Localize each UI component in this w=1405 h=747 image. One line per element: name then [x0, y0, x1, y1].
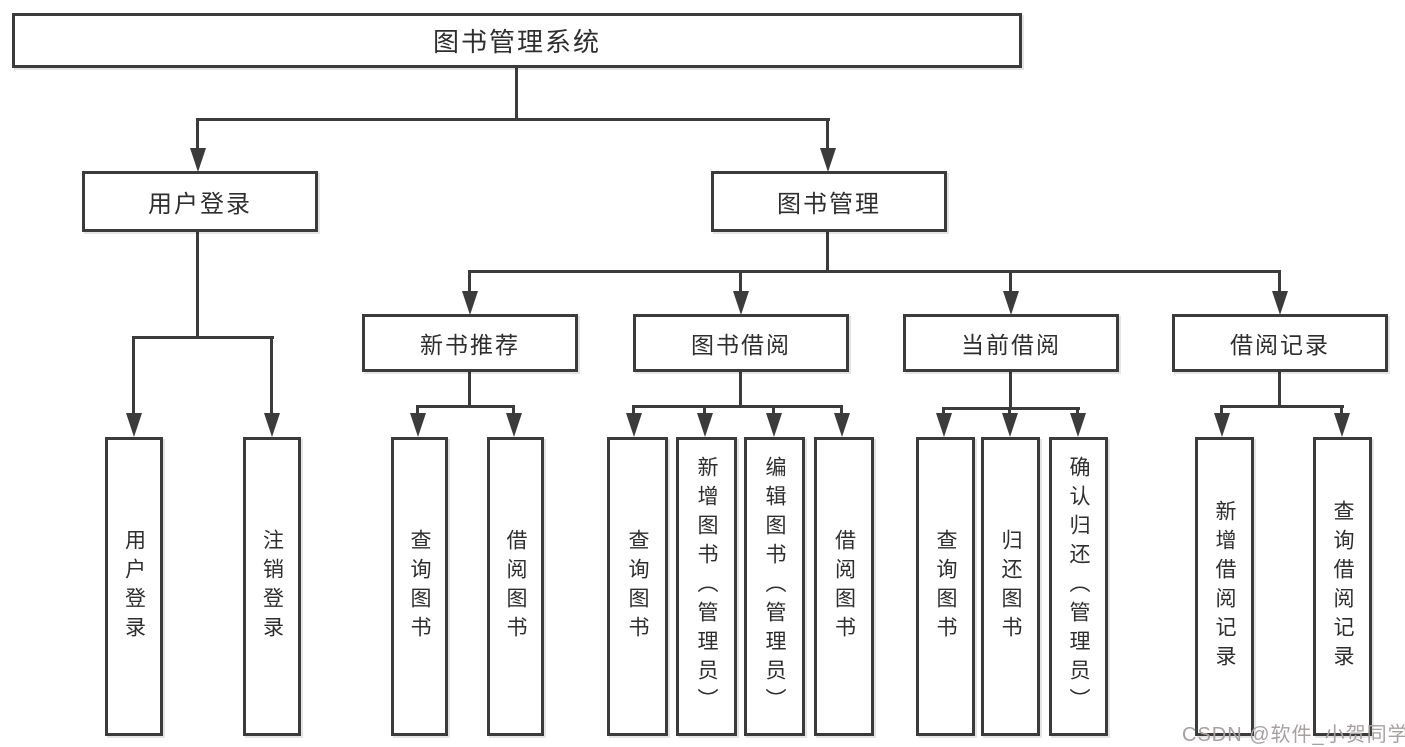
- connector-line: [468, 371, 471, 408]
- arrow-down-icon: [834, 413, 850, 437]
- leaf-borrow-books: 借阅图书: [814, 437, 874, 736]
- connector-line: [826, 232, 829, 273]
- leaf-return-books: 归还图书: [981, 437, 1040, 736]
- node-label: 图书管理: [777, 191, 881, 218]
- leaf-logout-login: 注销登录: [243, 437, 301, 736]
- leaf-user-login: 用户登录: [105, 437, 163, 736]
- arrow-down-icon: [820, 148, 836, 172]
- node-label: 新书推荐: [420, 332, 520, 358]
- connector-line: [1009, 270, 1012, 293]
- arrow-down-icon: [410, 413, 426, 437]
- connector-line: [132, 336, 274, 339]
- leaf-query-borrow-record: 查询借阅记录: [1313, 437, 1372, 736]
- connector-line: [196, 118, 830, 121]
- arrow-down-icon: [126, 413, 142, 437]
- node-label: 图书借阅: [691, 332, 791, 358]
- leaf-edit-books-admin: 编辑图书（管理员）: [744, 437, 805, 736]
- leaf-label: 查询图书: [934, 528, 957, 645]
- leaf-query-books: 查询图书: [391, 437, 448, 736]
- connector-line: [826, 118, 829, 151]
- arrow-down-icon: [1070, 413, 1086, 437]
- connector-line: [632, 405, 635, 416]
- connector-line: [416, 405, 514, 408]
- connector-line: [1220, 405, 1344, 408]
- leaf-label: 查询借阅记录: [1331, 499, 1354, 674]
- arrow-down-icon: [733, 291, 749, 315]
- watermark: CSDN @软件_小贺同学: [1182, 724, 1405, 746]
- connector-line: [468, 270, 1281, 273]
- arrow-down-icon: [697, 413, 713, 437]
- leaf-query-books: 查询图书: [916, 437, 975, 736]
- connector-line: [772, 405, 775, 416]
- connector-line: [840, 405, 843, 416]
- node-label: 图书管理系统: [432, 27, 601, 57]
- node-borrow-records: 借阅记录: [1172, 314, 1388, 372]
- connector-line: [942, 407, 945, 416]
- arrow-down-icon: [1334, 413, 1350, 437]
- leaf-label: 注销登录: [260, 528, 284, 645]
- connector-line: [196, 118, 199, 151]
- arrow-down-icon: [264, 413, 280, 437]
- connector-line: [416, 405, 419, 416]
- node-label: 用户登录: [148, 191, 252, 218]
- leaf-label: 编辑图书（管理员）: [763, 456, 786, 717]
- leaf-label: 借阅图书: [832, 528, 856, 645]
- leaf-label: 新增图书（管理员）: [695, 456, 718, 717]
- leaf-confirm-return-admin: 确认归还（管理员）: [1049, 437, 1108, 736]
- leaf-label: 查询图书: [626, 528, 649, 645]
- connector-line: [1340, 405, 1343, 416]
- connector-line: [739, 270, 742, 293]
- node-label: 借阅记录: [1230, 332, 1330, 358]
- leaf-label: 用户登录: [122, 528, 146, 645]
- arrow-down-icon: [506, 413, 522, 437]
- connector-line: [632, 405, 842, 408]
- connector-line: [1278, 270, 1281, 293]
- arrow-down-icon: [936, 413, 952, 437]
- connector-line: [196, 232, 199, 339]
- connector-line: [1008, 407, 1011, 416]
- arrow-down-icon: [1214, 413, 1230, 437]
- connector-line: [1009, 371, 1012, 410]
- connector-line: [1278, 371, 1281, 408]
- node-book-management: 图书管理: [711, 171, 947, 232]
- arrow-down-icon: [1272, 291, 1288, 315]
- arrow-down-icon: [766, 413, 782, 437]
- connector-line: [270, 336, 273, 417]
- connector-line: [739, 371, 742, 408]
- arrow-down-icon: [190, 148, 206, 172]
- connector-line: [942, 407, 1080, 410]
- leaf-label: 确认归还（管理员）: [1067, 456, 1090, 717]
- arrow-down-icon: [1003, 291, 1019, 315]
- connector-line: [1076, 407, 1079, 416]
- leaf-label: 归还图书: [999, 528, 1022, 645]
- leaf-label: 查询图书: [408, 528, 431, 645]
- connector-line: [468, 270, 471, 293]
- node-library-system: 图书管理系统: [12, 13, 1022, 68]
- arrow-down-icon: [626, 413, 642, 437]
- leaf-label: 新增借阅记录: [1213, 499, 1236, 674]
- leaf-borrow-books: 借阅图书: [487, 437, 544, 736]
- node-book-borrowing: 图书借阅: [633, 314, 849, 372]
- connector-line: [512, 405, 515, 416]
- leaf-add-borrow-record: 新增借阅记录: [1195, 437, 1254, 736]
- leaf-query-books: 查询图书: [607, 437, 668, 736]
- connector-line: [515, 68, 518, 121]
- arrow-down-icon: [462, 291, 478, 315]
- connector-line: [703, 405, 706, 416]
- connector-line: [1220, 405, 1223, 416]
- node-label: 当前借阅: [961, 332, 1061, 358]
- connector-line: [132, 336, 135, 417]
- leaf-label: 借阅图书: [504, 528, 527, 645]
- node-current-borrowing: 当前借阅: [903, 314, 1119, 372]
- node-new-book-recommend: 新书推荐: [362, 314, 578, 372]
- leaf-add-books-admin: 新增图书（管理员）: [676, 437, 737, 736]
- arrow-down-icon: [1002, 413, 1018, 437]
- node-user-login: 用户登录: [82, 171, 318, 232]
